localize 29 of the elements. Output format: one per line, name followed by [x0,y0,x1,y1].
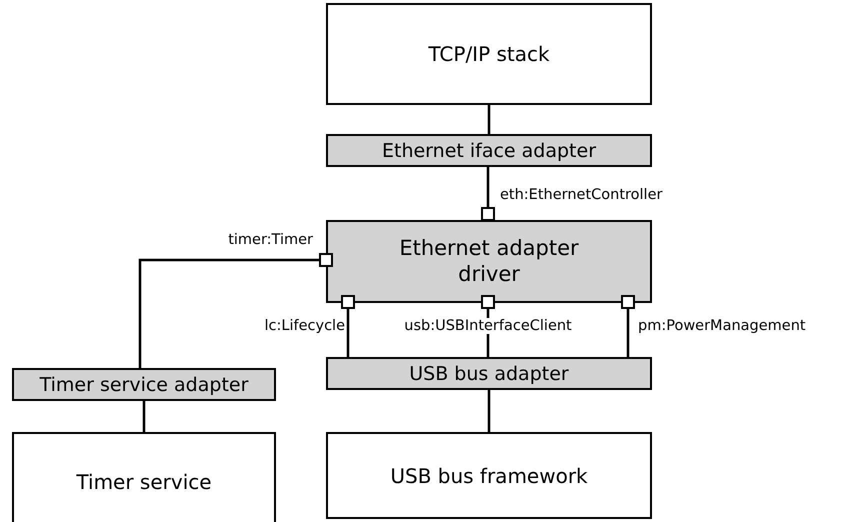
port-label: pm:PowerManagement [638,318,806,334]
box-label: Ethernet iface adapter [382,140,596,162]
port-square [341,295,355,309]
connector-line [346,309,350,357]
port-label: lc:Lifecycle [264,318,345,334]
port-square [481,295,495,309]
component-box [12,432,276,522]
connector-line [142,401,146,432]
port-label: usb:USBInterfaceClient [404,318,572,334]
box-label: Timer service adapter [40,374,248,396]
port-square [621,295,635,309]
component-box [326,432,652,519]
component-box [12,368,276,401]
component-box [326,357,652,390]
connector-line [488,105,490,134]
port-square [319,253,333,267]
connector-line [486,167,490,207]
component-box [326,220,652,303]
box-label: TCP/IP stack [428,42,550,66]
box-label: USB bus framework [390,464,588,488]
box-label: USB bus adapter [409,362,569,384]
box-label: Ethernet adapter driver [398,236,580,287]
connector-line [626,309,630,357]
connector-line [138,258,319,368]
component-box [326,3,652,105]
port-square [481,207,495,221]
connector-line [488,390,490,432]
box-label: Timer service [76,470,212,494]
component-box [326,134,652,167]
